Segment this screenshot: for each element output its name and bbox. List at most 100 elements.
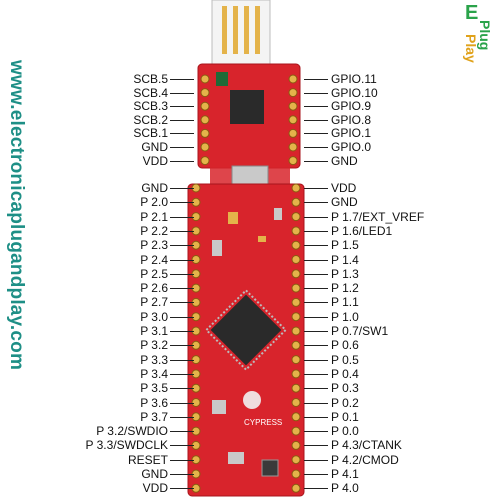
- usb-connector: [211, 0, 271, 67]
- leader-line: [170, 302, 194, 304]
- leader-line: [170, 273, 194, 275]
- header-pad: [291, 355, 301, 365]
- leader-line: [304, 216, 328, 218]
- leader-line: [170, 331, 194, 332]
- pin-label-top-left: SCB.3: [133, 99, 168, 114]
- pin-label-main-left: GND: [141, 467, 168, 481]
- leader-line: [304, 273, 328, 275]
- leader-line: [170, 402, 194, 404]
- pin-label-top-left: SCB.1: [133, 126, 168, 141]
- leader-line: [304, 359, 328, 361]
- pin-label-main-left: P 2.4: [140, 252, 168, 267]
- reset-button: [261, 459, 279, 477]
- header-pad: [288, 142, 298, 152]
- pin-label-main-right: P 1.3: [331, 266, 359, 281]
- header-pad: [288, 101, 298, 111]
- pin-label-main-right: P 1.2: [331, 281, 359, 296]
- leader-line: [170, 345, 194, 347]
- leader-line: [304, 445, 328, 447]
- leader-line: [304, 188, 328, 189]
- leader-line: [304, 202, 328, 204]
- header-pad: [200, 128, 210, 138]
- leader-line: [304, 302, 328, 304]
- leader-line: [170, 316, 194, 318]
- header-pad: [200, 101, 210, 111]
- pin-label-main-right: P 4.2/CMOD: [331, 452, 399, 467]
- header-pad: [291, 469, 301, 479]
- leader-line: [170, 373, 194, 375]
- header-pad: [291, 255, 301, 264]
- leader-line: [170, 216, 194, 218]
- header-pad: [291, 183, 301, 193]
- leader-line: [304, 259, 328, 261]
- pin-label-top-left: GND: [141, 140, 168, 154]
- pin-label-main-right: P 4.1: [331, 467, 359, 481]
- pin-label-main-right: P 1.0: [331, 309, 359, 324]
- pin-label-main-left: P 3.3: [140, 352, 168, 367]
- leader-line: [170, 488, 194, 490]
- leader-line: [170, 445, 194, 447]
- header-pad: [291, 212, 301, 222]
- pin-label-main-left: P 2.3: [140, 238, 168, 253]
- pin-label-top-left: VDD: [142, 153, 168, 168]
- leader-line: [304, 416, 328, 418]
- pin-label-main-right: P 0.6: [331, 338, 359, 353]
- leader-line: [170, 230, 194, 232]
- leader-line: [170, 431, 194, 433]
- pin-label-main-left: P 3.7: [140, 409, 168, 424]
- pin-label-top-right: GPIO.0: [331, 140, 372, 154]
- header-pad: [291, 398, 301, 407]
- pin-label-main-left: P 2.7: [140, 295, 168, 310]
- header-pad: [200, 142, 210, 152]
- header-pad: [288, 88, 298, 98]
- header-pad: [291, 226, 301, 236]
- leader-line: [304, 106, 328, 108]
- leader-line: [304, 160, 328, 162]
- leader-line: [304, 92, 328, 94]
- pin-label-main-right: GND: [331, 195, 358, 210]
- pin-label-main-left: P 3.2: [140, 338, 168, 353]
- leader-line: [170, 188, 194, 189]
- leader-line: [304, 147, 328, 148]
- header-pad: [291, 312, 301, 322]
- pin-label-top-right: GPIO.1: [331, 126, 372, 141]
- leader-line: [170, 245, 194, 247]
- pin-label-top-right: GPIO.8: [331, 112, 372, 127]
- leader-line: [170, 459, 194, 461]
- pin-label-main-right: P 0.3: [331, 381, 359, 396]
- leader-line: [304, 474, 328, 475]
- leader-line: [304, 488, 328, 490]
- pin-label-top-right: GPIO.9: [331, 99, 372, 114]
- pin-label-main-right: P 0.0: [331, 424, 359, 439]
- pin-label-main-right: P 0.1: [331, 409, 359, 424]
- leader-line: [304, 230, 328, 232]
- logo-word-plug: Plug: [477, 20, 493, 51]
- pin-label-main-left: P 3.6: [140, 395, 168, 410]
- plug-play-logo: E Plug Play: [463, 2, 499, 76]
- logo-letter: E: [465, 2, 479, 24]
- pin-label-main-right: P 4.0: [331, 481, 359, 496]
- pin-label-main-right: P 1.6/LED1: [331, 223, 393, 238]
- header-pads-main: [191, 183, 301, 493]
- leader-line: [170, 160, 194, 162]
- leader-line: [170, 416, 194, 418]
- header-pad: [291, 297, 301, 307]
- leader-line: [304, 245, 328, 247]
- pin-label-main-left: P 3.5: [140, 381, 168, 396]
- leader-line: [304, 431, 328, 433]
- pin-label-top-left: SCB.4: [133, 85, 168, 100]
- header-pad: [291, 383, 301, 393]
- leader-line: [304, 288, 328, 290]
- pin-label-main-left: P 3.2/SWDIO: [96, 424, 168, 439]
- leader-line: [170, 92, 194, 94]
- psoc-board-illustration: CYPRESS: [187, 0, 305, 497]
- pin-label-main-left: P 3.0: [140, 309, 168, 324]
- leader-line: [304, 119, 328, 121]
- leader-line: [170, 388, 194, 390]
- header-pad: [291, 197, 301, 207]
- pin-label-main-left: P 2.0: [140, 195, 168, 210]
- pin-label-main-left: VDD: [142, 481, 168, 496]
- leader-line: [304, 133, 328, 135]
- pin-label-main-left: P 2.2: [140, 223, 168, 238]
- leader-line: [304, 79, 328, 80]
